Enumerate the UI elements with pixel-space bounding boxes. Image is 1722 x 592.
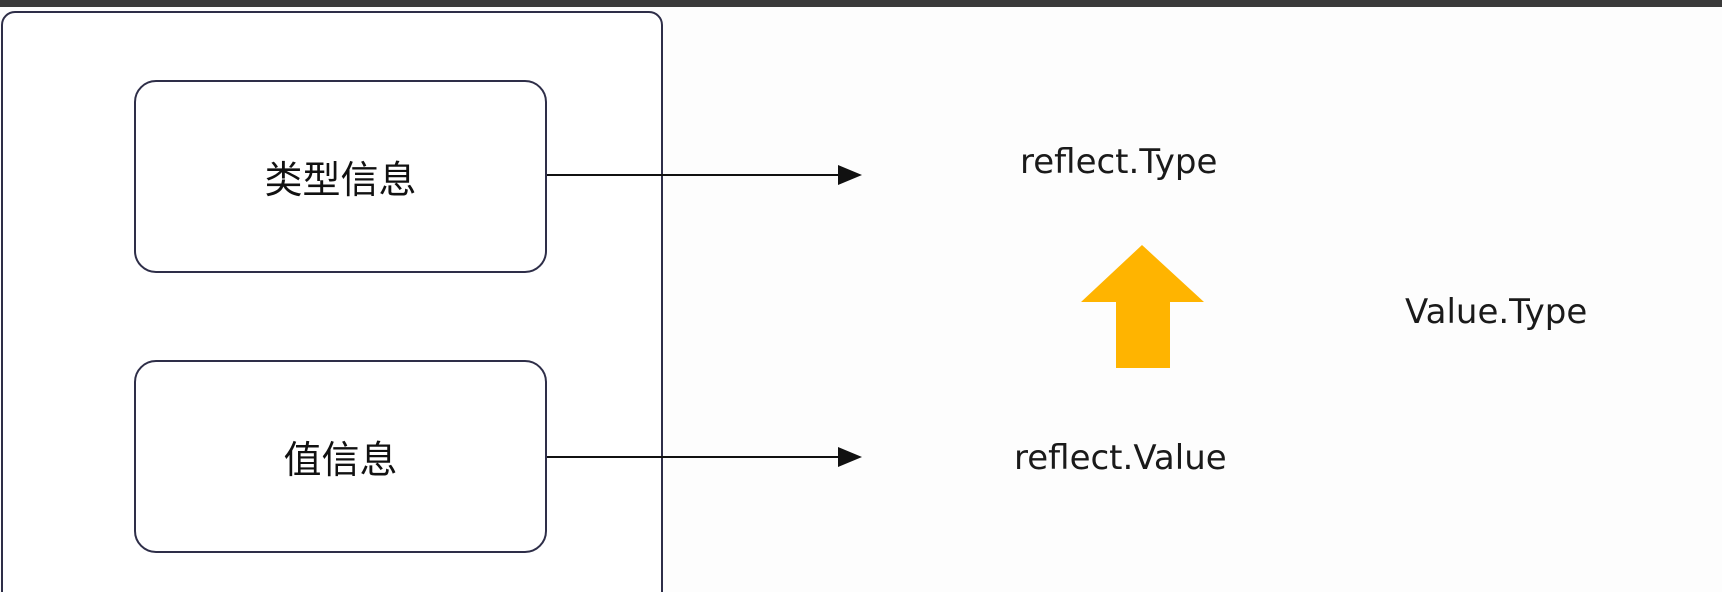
- value-info-box: 值信息: [134, 360, 547, 553]
- type-info-box: 类型信息: [134, 80, 547, 273]
- arrowhead-icon: [838, 447, 862, 467]
- top-border-bar: [0, 0, 1722, 7]
- arrowhead-icon: [838, 165, 862, 185]
- up-arrow-icon: [1081, 245, 1204, 368]
- type-info-label: 类型信息: [264, 158, 417, 202]
- reflect-type-label: reflect.Type: [1020, 142, 1218, 182]
- reflect-value-label: reflect.Value: [1014, 438, 1227, 478]
- value-type-label: Value.Type: [1405, 292, 1588, 332]
- value-info-label: 值信息: [283, 438, 398, 482]
